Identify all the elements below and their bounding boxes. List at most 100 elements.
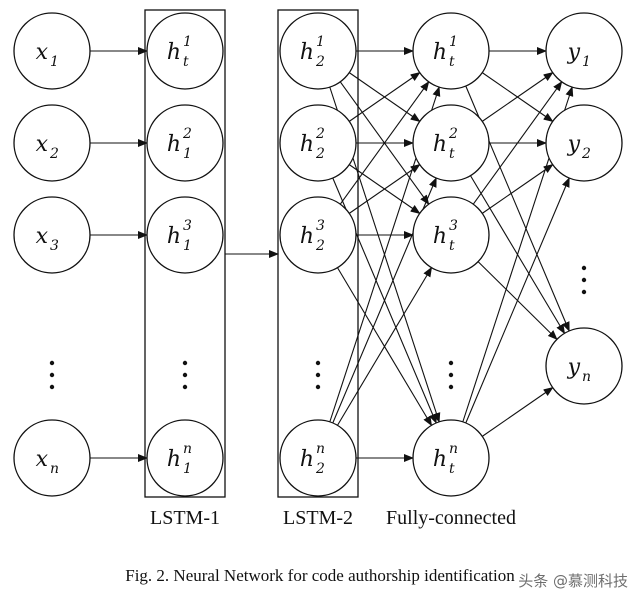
lstm2-node-3-circle (279, 196, 357, 274)
lstm1-node-2-sup: 2 (182, 126, 192, 142)
ellipsis-dot-2-3 (182, 384, 188, 390)
lstm2-node-1-sup: 1 (316, 34, 325, 50)
lstm1-node-4-base: h (167, 447, 181, 472)
output-node-2-sub: 2 (581, 146, 591, 162)
lstm2-node-1-base: h (300, 40, 314, 65)
fc-node-3-sup: 3 (449, 218, 458, 234)
fc-node-2-circle (412, 104, 490, 182)
fc-node-2-base: h (433, 132, 447, 157)
output-node-1-circle (545, 12, 623, 90)
lstm2-node-1-sub: 2 (315, 54, 325, 70)
ellipsis-dot-5-2 (581, 277, 587, 283)
output-node-1-sub: 1 (582, 54, 591, 70)
lstm2-node-4-base: h (300, 447, 314, 472)
ellipsis-dot-2-2 (182, 372, 188, 378)
ellipsis-dot-4-3 (448, 384, 454, 390)
lstm1-node-1-circle (146, 12, 224, 90)
lstm2-node-3-sup: 3 (316, 218, 325, 234)
lstm2-node-3-sub: 2 (315, 238, 325, 254)
ellipsis-dot-4-2 (448, 372, 454, 378)
fc-node-2-sub: t (449, 146, 455, 162)
lstm1-node-1-sup: 1 (183, 34, 192, 50)
output-node-2-base: y (567, 132, 581, 157)
edge-lstm2-fc-3-2 (348, 164, 421, 214)
ellipsis-dot-3-3 (315, 384, 321, 390)
ellipsis-dot-1-3 (49, 384, 55, 390)
lstm1-node-3-sup: 3 (183, 218, 192, 234)
figure-caption: Fig. 2. Neural Network for code authorsh… (125, 566, 515, 585)
edge-lstm2-fc-4-3 (336, 266, 433, 426)
lstm2-node-4-circle (279, 419, 357, 497)
output-node-2-circle (545, 104, 623, 182)
ellipsis-dot-4-1 (448, 360, 454, 366)
output-node-3-base: y (567, 355, 581, 380)
connections (90, 47, 574, 462)
lstm1-node-3-sub: 1 (183, 238, 192, 254)
lstm1-node-2-base: h (167, 132, 181, 157)
edge-lstm2-fc-2-1 (348, 72, 421, 122)
edge-fc-output-3-1 (472, 80, 563, 205)
lstm2-node-4-sub: 2 (315, 461, 325, 477)
fc-node-4-base: h (433, 447, 447, 472)
ellipsis-dot-1-1 (49, 360, 55, 366)
lstm2-node-2-sup: 2 (315, 126, 325, 142)
ellipsis-dots (49, 265, 587, 390)
input-node-4-circle (13, 419, 91, 497)
input-node-1-sub: 1 (50, 54, 59, 70)
lstm1-node-2-sub: 1 (183, 146, 192, 162)
ellipsis-dot-5-3 (581, 289, 587, 295)
input-node-2-base: x (36, 132, 49, 157)
ellipsis-dot-5-1 (581, 265, 587, 271)
lstm2-node-4-sup: n (316, 441, 325, 457)
ellipsis-dot-3-2 (315, 372, 321, 378)
edge-fc-output-3-2 (481, 164, 554, 214)
lstm2-node-2-sub: 2 (315, 146, 325, 162)
input-node-1-base: x (36, 40, 49, 65)
lstm1-node-4-sup: n (183, 441, 192, 457)
edge-fc-output-4-2 (465, 177, 570, 424)
lstm1-node-1-sub: t (183, 54, 189, 70)
output-node-3-circle (545, 327, 623, 405)
input-node-4-sub: n (50, 461, 59, 477)
input-node-1-circle (13, 12, 91, 90)
fc-node-1-circle (412, 12, 490, 90)
lstm2-node-1-circle (279, 12, 357, 90)
lstm1-node-4-circle (146, 419, 224, 497)
edge-fc-output-2-1 (481, 72, 554, 122)
input-node-2-circle (13, 104, 91, 182)
lstm1-node-2-circle (146, 104, 224, 182)
edge-lstm2-fc-3-1 (339, 80, 430, 205)
input-node-4-base: x (36, 447, 49, 472)
edge-fc-output-4-3 (481, 387, 554, 437)
lstm1-node-3-base: h (167, 224, 181, 249)
ellipsis-dot-3-1 (315, 360, 321, 366)
fc-node-1-base: h (433, 40, 447, 65)
fc-node-4-sup: n (449, 441, 458, 457)
fc-node-4-circle (412, 419, 490, 497)
lstm2-node-3-base: h (300, 224, 314, 249)
input-node-3-sub: 3 (50, 238, 59, 254)
fc-node-2-sup: 2 (448, 126, 458, 142)
lstm2-node-2-circle (279, 104, 357, 182)
input-node-3-base: x (36, 224, 49, 249)
